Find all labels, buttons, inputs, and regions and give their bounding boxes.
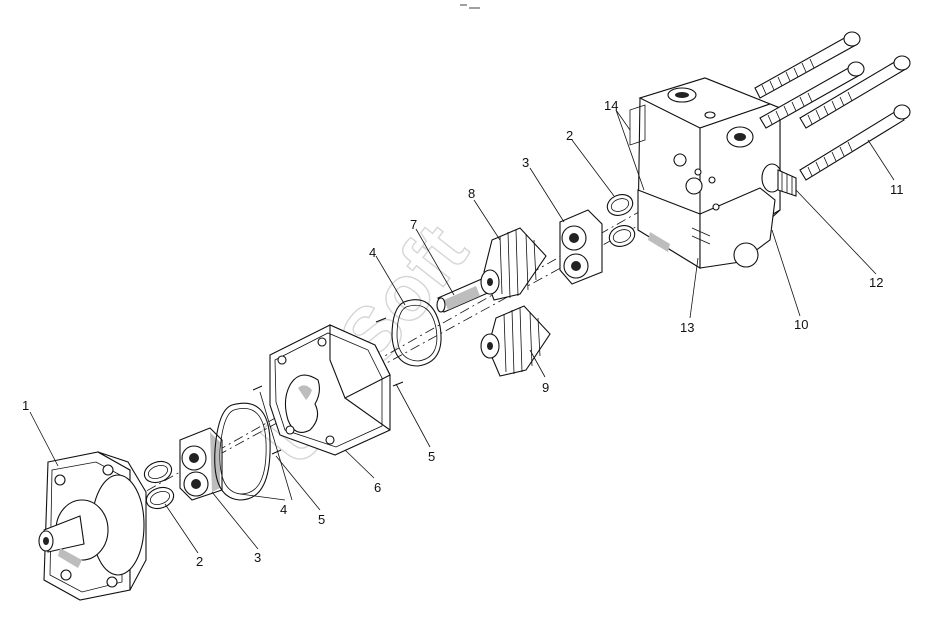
part-driven-gear: [480, 305, 551, 377]
callout-4-left: 4: [280, 502, 287, 517]
part-dowel-pins-left: [252, 385, 282, 455]
callout-labels: 1 2 3 4 5 6 5 4 7 8 9 3 2 14 13 10 12 11: [22, 98, 904, 569]
leader-lines: [29, 109, 895, 554]
callout-2-left: 2: [196, 554, 203, 569]
part-valve-block: [629, 77, 781, 269]
callout-3-right: 3: [522, 155, 529, 170]
callout-10: 10: [794, 317, 808, 332]
part-drive-gear: [480, 227, 547, 301]
part-front-flange: [38, 451, 147, 601]
callout-4-right: 4: [369, 245, 376, 260]
callout-9: 9: [542, 380, 549, 395]
part-relief-valve: [761, 163, 797, 197]
callout-13: 13: [680, 320, 694, 335]
part-oring-right: [391, 299, 442, 367]
callout-5-right: 5: [428, 449, 435, 464]
part-seal-left: [143, 460, 175, 510]
callout-11: 11: [890, 182, 904, 197]
part-bearing-block-left: [179, 427, 223, 501]
callout-3-left: 3: [254, 550, 261, 565]
callout-14: 14: [604, 98, 618, 113]
callout-7: 7: [410, 217, 417, 232]
part-gear-housing: [269, 324, 391, 456]
callout-1: 1: [22, 398, 29, 413]
callout-6: 6: [374, 480, 381, 495]
part-bearing-block-right: [559, 209, 603, 285]
part-tie-bolts: [754, 31, 911, 181]
callout-2-right: 2: [566, 128, 573, 143]
part-seal-right: [606, 194, 636, 247]
callout-8: 8: [468, 186, 475, 201]
part-dowel-pins-right: [375, 317, 404, 387]
callout-12: 12: [869, 275, 883, 290]
callout-5-left: 5: [318, 512, 325, 527]
top-mark: [460, 4, 480, 9]
